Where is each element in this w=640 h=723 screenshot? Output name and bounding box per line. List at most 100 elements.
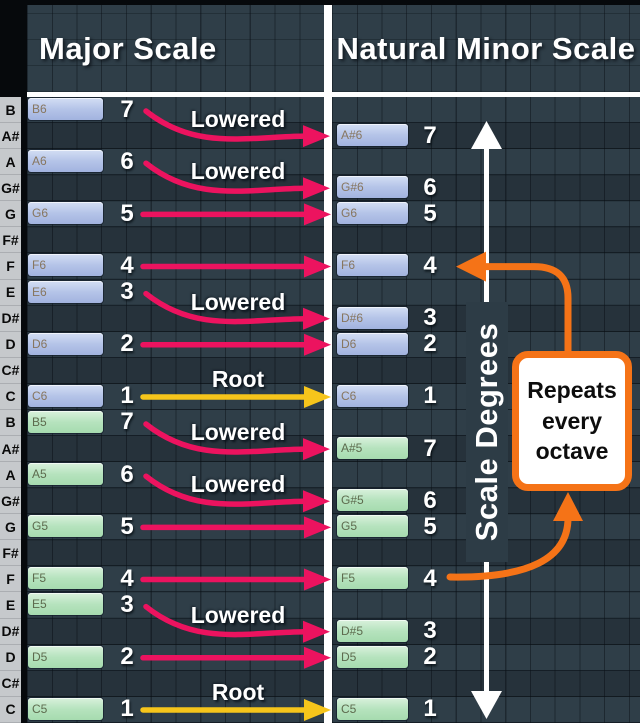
- scale-degree-number: 1: [423, 695, 437, 723]
- scale-degree-number: 1: [423, 382, 437, 410]
- note-block-a5[interactable]: A5: [28, 463, 103, 486]
- note-block-c5[interactable]: C5: [337, 697, 408, 720]
- scale-degree-number: 7: [120, 95, 134, 123]
- piano-key-dsharp[interactable]: D#: [0, 306, 21, 332]
- piano-key-csharp[interactable]: C#: [0, 358, 21, 384]
- scale-degree-number: 4: [423, 564, 437, 592]
- piano-key-a[interactable]: A: [0, 149, 21, 176]
- major-row-23: C5 1: [27, 695, 324, 723]
- piano-key-csharp[interactable]: C#: [0, 671, 21, 697]
- piano-key-fsharp[interactable]: F#: [0, 540, 21, 567]
- note-block-g5[interactable]: G5: [28, 515, 103, 538]
- major-row-22: [27, 670, 324, 697]
- note-block-e5[interactable]: E5: [28, 593, 103, 616]
- note-block-gsharp6[interactable]: G#6: [337, 176, 408, 199]
- note-block-b5[interactable]: B5: [28, 410, 103, 433]
- note-block-d5[interactable]: D5: [28, 645, 103, 668]
- note-block-f6[interactable]: F6: [28, 254, 103, 277]
- piano-key-c[interactable]: C: [0, 384, 21, 410]
- scale-degree-number: 4: [120, 564, 134, 592]
- piano-key-dsharp[interactable]: D#: [0, 619, 21, 645]
- piano-key-e[interactable]: E: [0, 592, 21, 619]
- minor-row-0: [332, 97, 640, 124]
- note-block-dsharp5[interactable]: D#5: [337, 619, 408, 642]
- note-block-f5[interactable]: F5: [28, 567, 103, 590]
- arrow-label: Lowered: [190, 419, 286, 446]
- piano-key-f[interactable]: F: [0, 566, 21, 593]
- piano-key-asharp[interactable]: A#: [0, 436, 21, 463]
- note-block-gsharp5[interactable]: G#5: [337, 489, 408, 512]
- piano-key-gsharp[interactable]: G#: [0, 175, 21, 202]
- natural-minor-scale-title: Natural Minor Scale: [336, 30, 636, 66]
- note-block-a6[interactable]: A6: [28, 150, 103, 173]
- note-block-g5[interactable]: G5: [337, 515, 408, 538]
- piano-key-asharp[interactable]: A#: [0, 123, 21, 150]
- note-block-f6[interactable]: F6: [337, 254, 408, 277]
- major-row-17: [27, 540, 324, 567]
- piano-key-a[interactable]: A: [0, 462, 21, 489]
- header-horizontal-divider: [27, 92, 640, 97]
- note-block-g6[interactable]: G6: [337, 202, 408, 225]
- scale-degree-number: 1: [120, 695, 134, 723]
- note-block-b6[interactable]: B6: [28, 98, 103, 120]
- note-block-asharp6[interactable]: A#6: [337, 124, 408, 147]
- major-row-21: D5 2: [27, 643, 324, 671]
- minor-row-6: F6 4: [332, 252, 640, 280]
- minor-scale-header-panel: Natural Minor Scale: [332, 5, 640, 92]
- piano-key-b[interactable]: B: [0, 410, 21, 437]
- note-block-f5[interactable]: F5: [337, 567, 408, 590]
- note-block-d6[interactable]: D6: [337, 332, 408, 355]
- piano-key-d[interactable]: D: [0, 645, 21, 671]
- note-block-asharp5[interactable]: A#5: [337, 437, 408, 460]
- piano-key-b[interactable]: B: [0, 97, 21, 124]
- piano-key-c[interactable]: C: [0, 697, 21, 723]
- note-block-c5[interactable]: C5: [28, 697, 103, 720]
- scale-degree-number: 3: [120, 591, 134, 619]
- note-block-c6[interactable]: C6: [28, 384, 103, 407]
- note-block-dsharp6[interactable]: D#6: [337, 306, 408, 329]
- piano-key-g[interactable]: G: [0, 514, 21, 541]
- scale-degree-number: 2: [120, 643, 134, 671]
- scale-degree-number: 7: [423, 434, 437, 462]
- minor-row-22: [332, 670, 640, 697]
- note-block-g6[interactable]: G6: [28, 202, 103, 225]
- scale-degree-number: 5: [423, 199, 437, 227]
- minor-row-2: [332, 149, 640, 176]
- scale-degree-number: 3: [120, 278, 134, 306]
- scale-degree-number: 6: [423, 486, 437, 514]
- note-block-c6[interactable]: C6: [337, 384, 408, 407]
- arrow-label: Lowered: [190, 158, 286, 185]
- minor-row-18: F5 4: [332, 564, 640, 593]
- repeats-every-octave-callout: Repeats every octave: [512, 351, 632, 491]
- minor-row-4: G6 5: [332, 199, 640, 228]
- piano-key-fsharp[interactable]: F#: [0, 227, 21, 254]
- minor-row-20: D#5 3: [332, 617, 640, 645]
- scale-degree-number: 4: [423, 252, 437, 279]
- piano-key-g[interactable]: G: [0, 201, 21, 228]
- minor-row-5: [332, 227, 640, 254]
- arrow-label: Lowered: [190, 106, 286, 133]
- piano-key-gsharp[interactable]: G#: [0, 488, 21, 515]
- note-block-d5[interactable]: D5: [337, 645, 408, 668]
- scale-degree-number: 7: [120, 408, 134, 436]
- scale-degree-number: 5: [423, 512, 437, 540]
- major-scale-header-panel: Major Scale: [27, 5, 324, 92]
- piano-key-d[interactable]: D: [0, 332, 21, 358]
- panel-vertical-divider: [324, 5, 332, 723]
- scale-degree-number: 5: [120, 512, 134, 540]
- piano-key-e[interactable]: E: [0, 280, 21, 306]
- minor-row-19: [332, 592, 640, 619]
- major-row-10: [27, 357, 324, 384]
- piano-key-f[interactable]: F: [0, 253, 21, 280]
- arrow-label: Lowered: [190, 288, 286, 315]
- arrow-label: Root: [211, 365, 265, 392]
- scale-degree-number: 3: [423, 617, 437, 645]
- note-block-e6[interactable]: E6: [28, 280, 103, 303]
- arrow-label: Root: [211, 678, 265, 705]
- note-block-d6[interactable]: D6: [28, 332, 103, 355]
